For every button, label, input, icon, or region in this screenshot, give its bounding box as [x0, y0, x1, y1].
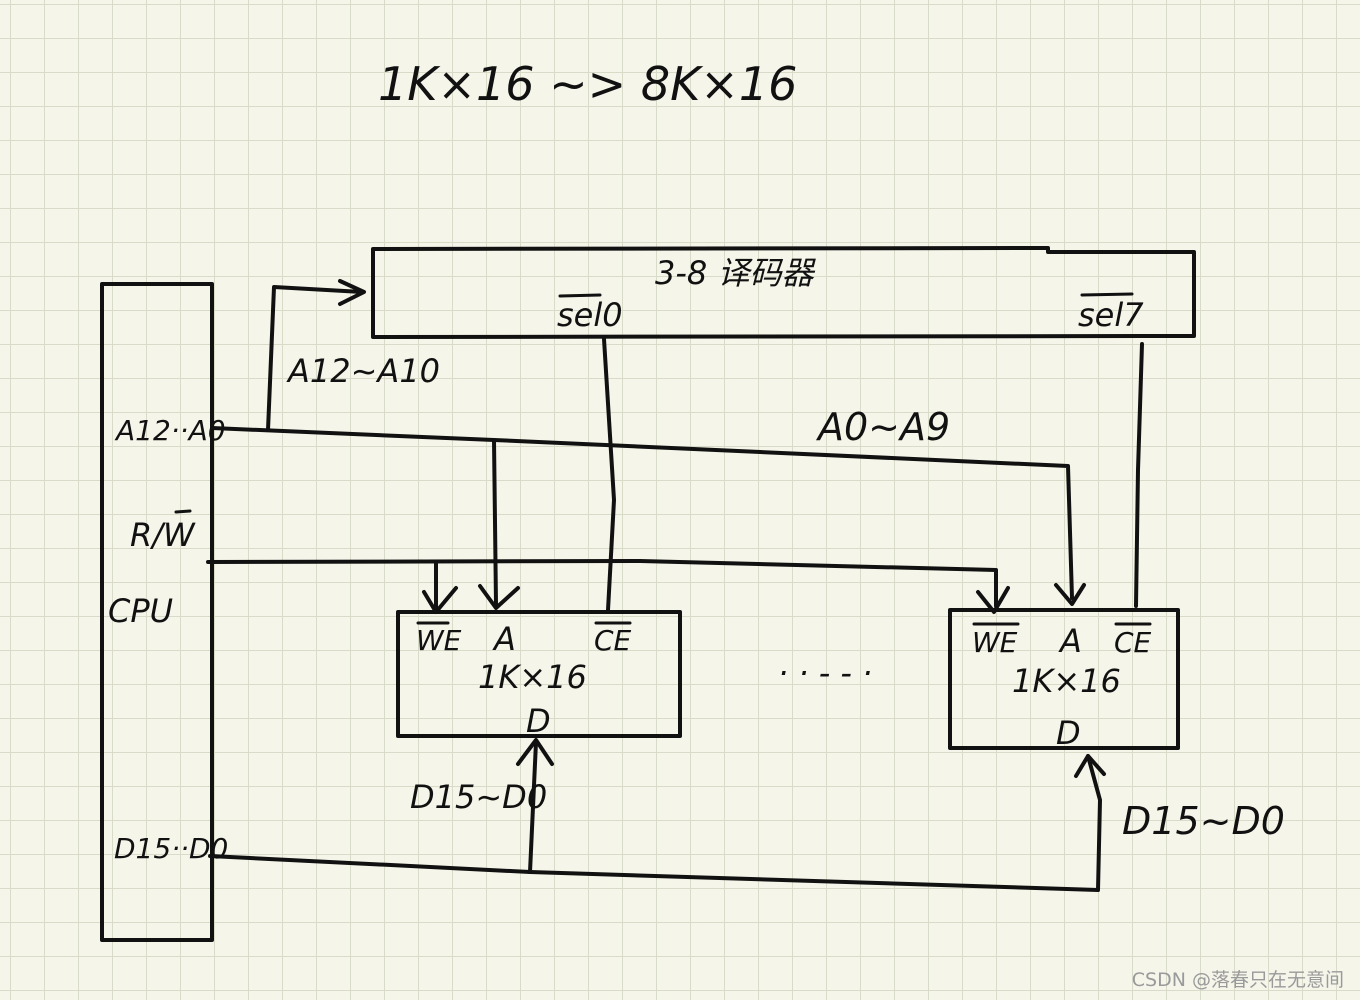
- cpu-box: [100, 282, 214, 942]
- decoder-address-arrowhead: [338, 279, 366, 306]
- address-right-arrowhead: [1054, 583, 1086, 606]
- cpu-rw-pin: R/W: [130, 516, 196, 554]
- memory-chip-left: [396, 610, 682, 738]
- chip-left-d-label: D: [526, 702, 551, 740]
- chip-left-ce-label: CE: [594, 624, 632, 657]
- address-bus-line: [210, 426, 1074, 600]
- chip-left-a-label: A: [492, 620, 516, 658]
- data-bus-line: [208, 754, 1102, 892]
- rw-overbar: [174, 509, 192, 514]
- data-left-arrowhead: [516, 738, 554, 766]
- decoder-address-label: A12~A10: [286, 352, 440, 390]
- rw-left-arrowhead: [422, 586, 458, 614]
- sel7-overbar: [1080, 292, 1134, 297]
- decoder-label: 3-8 译码器: [655, 254, 816, 292]
- chip-right-we-label: WE: [972, 626, 1018, 659]
- chip-right-a-label: A: [1058, 622, 1082, 660]
- chip-right-name: 1K×16: [1012, 662, 1121, 700]
- sel7-to-ce-line: [1134, 342, 1144, 608]
- decoder-address-line: [266, 285, 364, 432]
- data-right-arrowhead: [1074, 754, 1106, 778]
- cpu-label: CPU: [108, 592, 173, 630]
- cpu-data-pins: D15··D0: [114, 832, 228, 865]
- data-right-label: D15~D0: [1122, 799, 1285, 843]
- chip-left-we-label: WE: [416, 624, 462, 657]
- sel0-overbar: [558, 293, 602, 298]
- diagram-title: 1K×16 ~> 8K×16: [378, 57, 797, 111]
- rw-line: [206, 559, 998, 608]
- sel0-to-ce-line: [602, 337, 616, 612]
- decoder-box: [371, 246, 1196, 339]
- chip-right-ce-label: CE: [1114, 626, 1152, 659]
- chip-address-label: A0~A9: [815, 405, 950, 449]
- decoder-sel7-label: sel7: [1078, 296, 1144, 334]
- data-rise-left: [528, 740, 538, 874]
- address-left-arrowhead: [478, 584, 520, 610]
- decoder-sel0-label: sel0: [557, 296, 623, 334]
- chip-right-d-label: D: [1056, 714, 1081, 752]
- chip-left-name: 1K×16: [478, 658, 587, 696]
- data-left-label: D15~D0: [410, 778, 547, 816]
- memory-chip-right: [948, 608, 1180, 750]
- chip-ellipsis: · · - - ·: [778, 654, 872, 692]
- address-drop-left: [492, 438, 498, 606]
- cpu-addr-pins: A12··A0: [114, 414, 226, 447]
- watermark: CSDN @落春只在无意间: [1131, 969, 1344, 991]
